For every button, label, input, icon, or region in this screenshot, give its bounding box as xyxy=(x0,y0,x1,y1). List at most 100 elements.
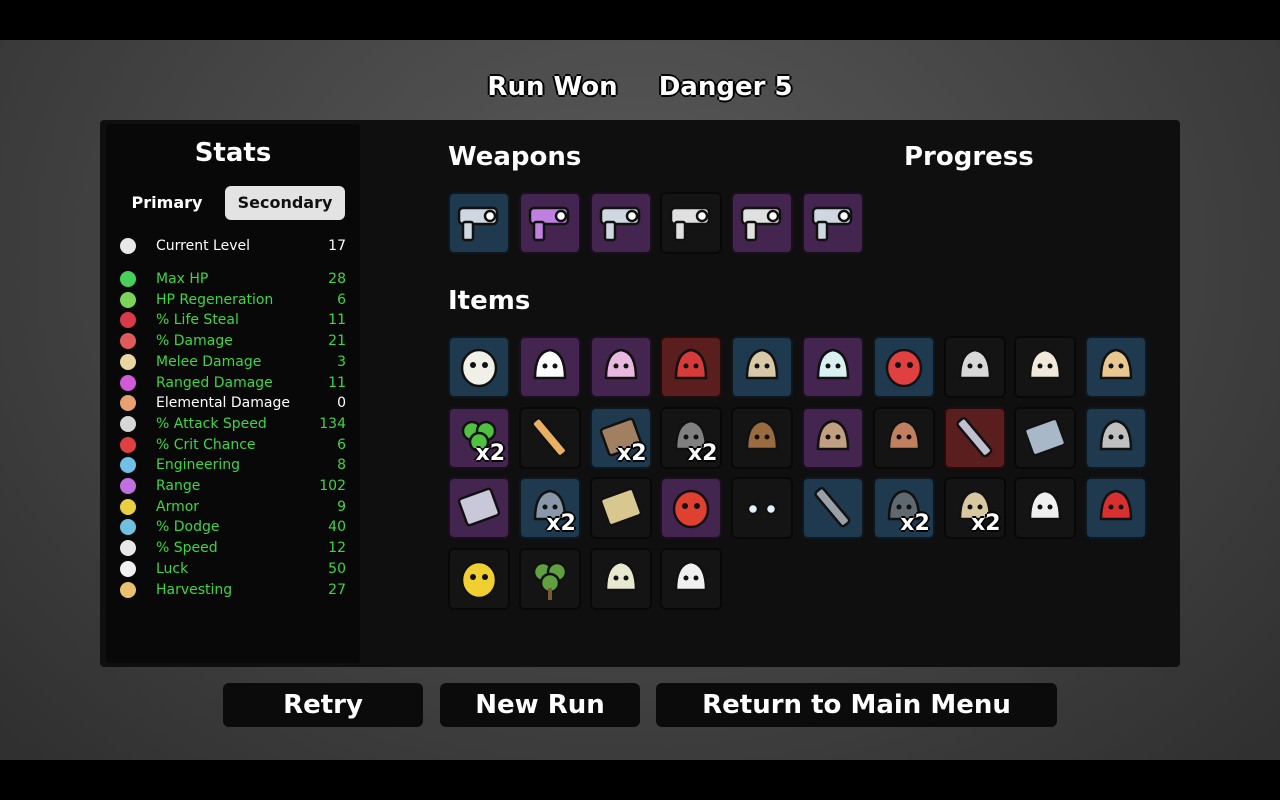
letterbox-bottom xyxy=(0,760,1280,800)
stat-name: % Life Steal xyxy=(156,312,239,329)
item-slot[interactable] xyxy=(589,547,652,610)
stat-name: Elemental Damage xyxy=(156,395,290,412)
item-slot[interactable] xyxy=(943,406,1006,469)
stat-value: 21 xyxy=(328,333,346,350)
stat-name: Max HP xyxy=(156,271,209,287)
stat-value: 50 xyxy=(328,560,346,577)
item-slot[interactable] xyxy=(589,336,652,398)
item-slot[interactable] xyxy=(1085,336,1148,398)
weapon-slot[interactable] xyxy=(802,192,864,254)
tab-secondary[interactable]: Secondary xyxy=(225,186,345,220)
quantity-badge: x2 xyxy=(900,511,930,536)
item-slot[interactable] xyxy=(660,477,723,539)
retry-button[interactable]: Retry xyxy=(223,683,423,727)
item-slot[interactable] xyxy=(589,477,652,539)
tab-primary[interactable]: Primary xyxy=(131,193,203,212)
stat-value: 102 xyxy=(319,478,346,494)
quantity-badge: x2 xyxy=(546,511,576,536)
new-run-button[interactable]: New Run xyxy=(440,683,640,727)
item-slot[interactable] xyxy=(872,406,935,469)
stat-value: 6 xyxy=(337,436,346,453)
stat-name: HP Regeneration xyxy=(156,291,274,308)
stats-title: Stats xyxy=(194,138,272,168)
sword-icon xyxy=(120,353,136,370)
level-icon xyxy=(120,238,136,254)
stat-value: 0 xyxy=(337,395,346,412)
item-slot[interactable]: x2 xyxy=(872,477,935,539)
item-slot[interactable] xyxy=(518,336,581,398)
stat-name: Current Level xyxy=(156,238,250,254)
item-slot[interactable] xyxy=(518,547,581,610)
dice-icon xyxy=(120,560,136,577)
stat-row: Elemental Damage 0 xyxy=(120,393,346,413)
stat-value: 8 xyxy=(337,457,346,474)
item-slot[interactable] xyxy=(1085,477,1148,539)
crit-icon xyxy=(120,436,136,453)
item-slot[interactable] xyxy=(448,336,510,398)
weapon-slot[interactable] xyxy=(731,192,794,254)
weapon-slot[interactable] xyxy=(448,192,510,254)
stat-value: 6 xyxy=(337,291,346,308)
stat-row: HP Regeneration 6 xyxy=(120,290,346,310)
stat-value: 3 xyxy=(337,353,346,370)
weapon-slot[interactable] xyxy=(518,192,581,254)
end-run-screen: Run Won Danger 5 Stats Primary Secondary… xyxy=(0,40,1280,760)
weapon-slot[interactable] xyxy=(660,192,723,254)
shield-icon xyxy=(120,498,136,515)
boot-icon xyxy=(120,540,136,557)
stats-panel: Stats Primary Secondary Current Level 17… xyxy=(106,124,360,663)
item-slot[interactable]: x2 xyxy=(518,477,581,539)
quantity-badge: x2 xyxy=(971,511,1001,536)
stat-name: Range xyxy=(156,478,201,494)
progress-title: Progress xyxy=(904,142,1034,172)
item-slot[interactable]: x2 xyxy=(448,406,510,469)
stat-name: % Speed xyxy=(156,540,218,557)
item-slot[interactable] xyxy=(872,336,935,398)
item-slot[interactable] xyxy=(731,336,794,398)
items-title: Items xyxy=(448,286,531,316)
item-slot[interactable] xyxy=(448,477,510,539)
item-slot[interactable] xyxy=(731,406,794,469)
weapon-slot[interactable] xyxy=(589,192,652,254)
item-slot[interactable] xyxy=(1014,477,1077,539)
item-slot[interactable]: x2 xyxy=(589,406,652,469)
stat-value: 11 xyxy=(328,374,346,391)
item-slot[interactable] xyxy=(802,477,864,539)
stat-row: Max HP 28 xyxy=(120,269,346,289)
item-slot[interactable] xyxy=(518,406,581,469)
item-slot[interactable] xyxy=(660,336,723,398)
item-slot[interactable] xyxy=(1014,406,1077,469)
quantity-badge: x2 xyxy=(617,440,647,466)
item-slot[interactable] xyxy=(731,477,794,539)
letterbox-top xyxy=(0,0,1280,40)
wheat-icon xyxy=(120,581,136,598)
item-slot[interactable] xyxy=(448,547,510,610)
item-slot[interactable]: x2 xyxy=(943,477,1006,539)
wrench-icon xyxy=(120,457,136,474)
return-to-main-menu-button[interactable]: Return to Main Menu xyxy=(656,683,1057,727)
item-slot[interactable] xyxy=(802,336,864,398)
stat-name: % Attack Speed xyxy=(156,415,267,432)
heart-icon xyxy=(120,271,136,287)
item-slot[interactable] xyxy=(1085,406,1148,469)
stat-value: 28 xyxy=(328,271,346,287)
stat-name: Ranged Damage xyxy=(156,374,273,391)
bow-icon xyxy=(120,374,136,391)
item-slot[interactable] xyxy=(660,547,723,610)
item-slot[interactable] xyxy=(802,406,864,469)
item-slot[interactable]: x2 xyxy=(660,406,723,469)
run-summary-panel: Stats Primary Secondary Current Level 17… xyxy=(100,120,1180,667)
item-slot[interactable] xyxy=(943,336,1006,398)
fangs-icon xyxy=(120,312,136,329)
item-slot[interactable] xyxy=(1014,336,1077,398)
run-header: Run Won Danger 5 xyxy=(0,72,1280,102)
stat-name: Engineering xyxy=(156,457,240,474)
